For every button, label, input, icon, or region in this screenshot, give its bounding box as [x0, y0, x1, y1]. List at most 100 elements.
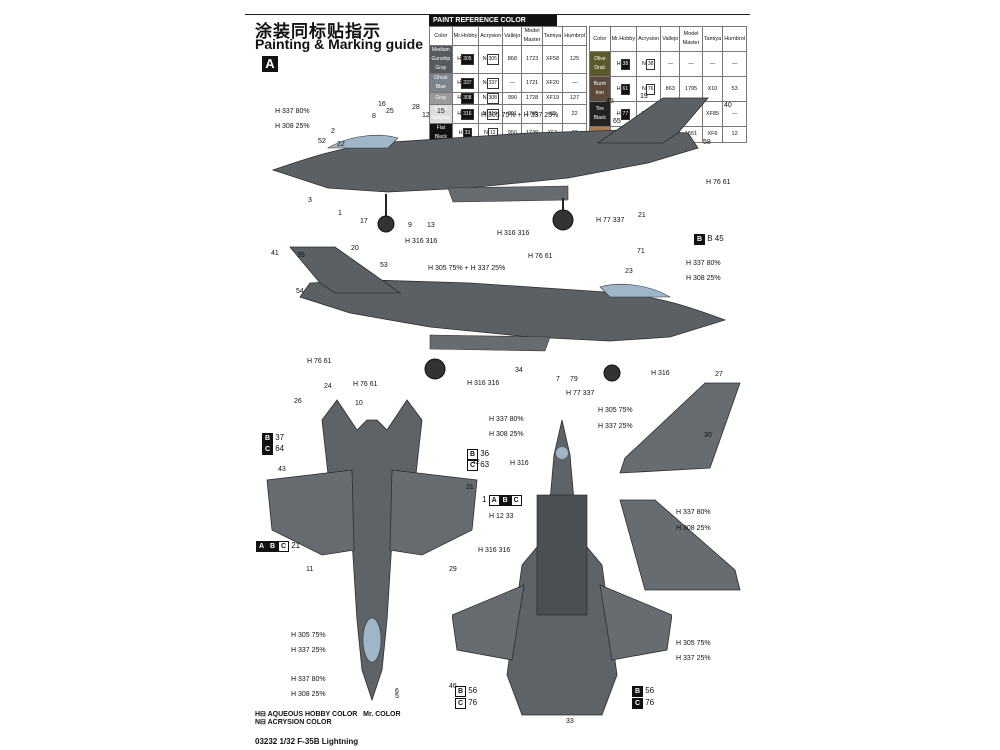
paint-swatch: Ghost Blue [429, 73, 453, 93]
wing-left-bottom [452, 584, 525, 661]
part-number: 8 [372, 113, 376, 120]
tag-b36: B 36 [467, 449, 489, 460]
paint-col-header: Acrysion [478, 26, 504, 46]
paint-cell-tamiya: XF6 [701, 126, 724, 143]
part-number: 5 [395, 693, 399, 700]
paint-cell-tamiya: XF58 [541, 45, 564, 74]
part-number: 34 [515, 367, 523, 374]
paint-cell-humbrol: 12 [722, 126, 747, 143]
callout-bottom2-75: H 305 75% [676, 640, 711, 647]
paint-swatch: White Insignia [429, 104, 453, 124]
title-chinese: 涂装同标贴指示 [255, 22, 381, 41]
tail-fin-side-2 [289, 246, 402, 294]
part-number: 27 [715, 371, 723, 378]
callout-burnt-iron-3: H 76 61 [307, 358, 332, 365]
tag-c76: C 76 [455, 698, 477, 709]
part-number: 30 [704, 432, 712, 439]
part-number: 9 [408, 222, 412, 229]
canopy-side-2 [599, 283, 672, 298]
paint-swatch: Flat Black [429, 123, 453, 143]
paint-cell-mm: — [679, 51, 703, 78]
canopy-side-1 [326, 134, 399, 149]
part-number: 3 [308, 197, 312, 204]
wheel-nose-side-2 [603, 364, 621, 382]
callout-fin2-80: H 337 80% [676, 509, 711, 516]
part-number: 54 [296, 288, 304, 295]
paint-col-header: Color [429, 26, 453, 46]
canopy-top [362, 617, 382, 663]
tag-c64: C 64 [262, 444, 284, 455]
part-number: 53 [380, 262, 388, 269]
callout-mix-top: H 305 75% + H 337 25% [481, 112, 559, 119]
paint-col-header: Humbrol [562, 26, 587, 46]
paint-cell-vallejo: — [660, 51, 681, 78]
paint-cell-humbrol: — [722, 51, 747, 78]
part-number: 12 [422, 112, 430, 119]
part-number: 45 [606, 98, 614, 105]
paint-col-header: Mr.Hobby [609, 25, 638, 53]
weapons-bay-bottom [536, 494, 588, 616]
part-number: 35 [297, 252, 305, 259]
part-number: 40 [724, 102, 732, 109]
tag-c63: C 63 [467, 460, 489, 471]
part-number: 58 [703, 139, 711, 146]
callout-black: H 12 33 [489, 513, 514, 520]
callout-top-25b: H 308 25% [291, 691, 326, 698]
part-number: 65 [613, 118, 621, 125]
part-number: 19 [640, 93, 648, 100]
part-number: 24 [324, 383, 332, 390]
callout-burnt-iron-1: H 76 61 [706, 179, 731, 186]
callout-tire-2: H 77 337 [566, 390, 595, 397]
tag-b56-right: B 56 [632, 686, 654, 697]
callout-nose-80: H 337 80% [275, 108, 310, 115]
part-number: 23 [625, 268, 633, 275]
tail-fin-detail-1 [619, 382, 741, 474]
sheet-letter-badge: A [262, 56, 278, 72]
callout-white-5: H 316 [510, 460, 529, 467]
callout-tire-1: H 77 337 [596, 217, 625, 224]
kit-name: F-35B Lightning [297, 737, 359, 746]
footer: 03232 1/32 F-35B Lightning [255, 737, 358, 746]
part-number: 15 [437, 108, 445, 115]
part-number: 31 [466, 484, 474, 491]
legend-acrysion: N⊟ ACRYSION COLOR [255, 719, 332, 726]
callout-white-6: H 316 316 [478, 547, 511, 554]
paint-table-title: PAINT REFERENCE COLOR [429, 15, 557, 26]
callout-white-1: H 316 316 [405, 238, 438, 245]
part-number: 41 [271, 250, 279, 257]
paint-swatch: Burnt Iron [589, 76, 611, 103]
part-number: 52 [318, 138, 326, 145]
part-number: 22 [337, 141, 345, 148]
paint-swatch: Olive Drab [589, 51, 611, 78]
callout-nose-25: H 308 25% [275, 123, 310, 130]
callout-burnt-iron-2: H 76 61 [528, 253, 553, 260]
wheel-main-side-1 [552, 209, 574, 231]
part-number: 21 [638, 212, 646, 219]
callout-burnt-iron-4: H 76 61 [353, 381, 378, 388]
part-number: 71 [637, 248, 645, 255]
part-number: 10 [355, 400, 363, 407]
part-number: 28 [412, 104, 420, 111]
tag-b56: B 56 [455, 686, 477, 697]
paint-cell-vallejo: 868 [502, 45, 523, 74]
wing-left-top [266, 469, 355, 556]
bottom-view [452, 419, 672, 716]
tag-b45: B B 45 [694, 234, 724, 245]
part-number: 16 [378, 101, 386, 108]
callout-white-2: H 316 316 [497, 230, 530, 237]
kit-scale: 1/32 [279, 737, 296, 746]
callout-bottom-80: H 337 80% [489, 416, 524, 423]
side-view-right [289, 246, 727, 382]
tag-c76-right: C 76 [632, 698, 654, 709]
paint-col-header: Acrysion [636, 25, 662, 53]
part-number: 29 [449, 566, 457, 573]
paint-cell-mm: 1723 [521, 45, 543, 74]
paint-col-header: Model Master [521, 26, 543, 46]
